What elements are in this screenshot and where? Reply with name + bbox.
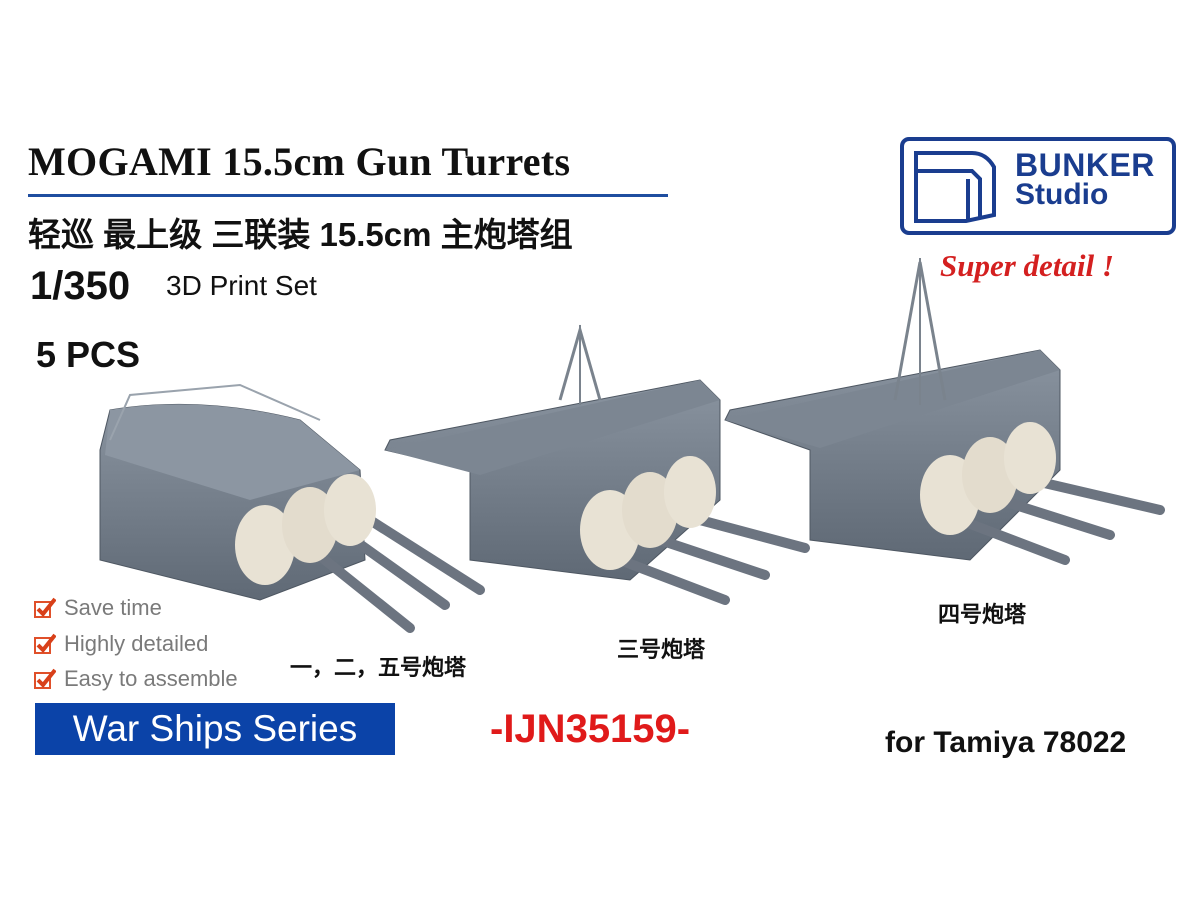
tagline: Super detail ! bbox=[940, 248, 1114, 283]
compatibility-note: for Tamiya 78022 bbox=[885, 726, 1127, 759]
title-divider bbox=[28, 194, 668, 197]
feature-label: Highly detailed bbox=[64, 631, 209, 656]
feature-item: Save time bbox=[34, 595, 162, 621]
series-banner: War Ships Series bbox=[35, 703, 395, 755]
brand-logo bbox=[900, 137, 1176, 235]
checkbox-checked-icon bbox=[34, 633, 56, 654]
turret-label-4: 四号炮塔 bbox=[938, 602, 1027, 627]
checkbox-checked-icon bbox=[34, 668, 56, 689]
checkbox-checked-icon bbox=[34, 597, 56, 618]
product-code: -IJN35159- bbox=[490, 707, 691, 751]
product-title: MOGAMI 15.5cm Gun Turrets bbox=[28, 139, 571, 184]
set-type-label: 3D Print Set bbox=[166, 270, 317, 301]
brand-name: BUNKER Studio bbox=[1015, 147, 1155, 211]
turret-label-1-2-5: 一，二，五号炮塔 bbox=[290, 655, 467, 680]
brand-line-2: Studio bbox=[1015, 178, 1109, 211]
chinese-subtitle: 轻巡 最上级 三联装 15.5cm 主炮塔组 bbox=[28, 216, 573, 253]
feature-item: Highly detailed bbox=[34, 631, 208, 657]
feature-label: Easy to assemble bbox=[64, 666, 238, 691]
turret-render-3 bbox=[724, 258, 1165, 565]
piece-count: 5 PCS bbox=[36, 334, 141, 375]
feature-label: Save time bbox=[64, 595, 162, 620]
turret-render-2 bbox=[384, 324, 810, 605]
bunker-icon bbox=[914, 151, 996, 223]
turret-render-1 bbox=[99, 383, 485, 633]
turret-label-3: 三号炮塔 bbox=[617, 637, 706, 662]
feature-item: Easy to assemble bbox=[34, 666, 238, 692]
brand-line-1: BUNKER bbox=[1015, 147, 1155, 183]
scale-label: 1/350 bbox=[30, 264, 131, 308]
